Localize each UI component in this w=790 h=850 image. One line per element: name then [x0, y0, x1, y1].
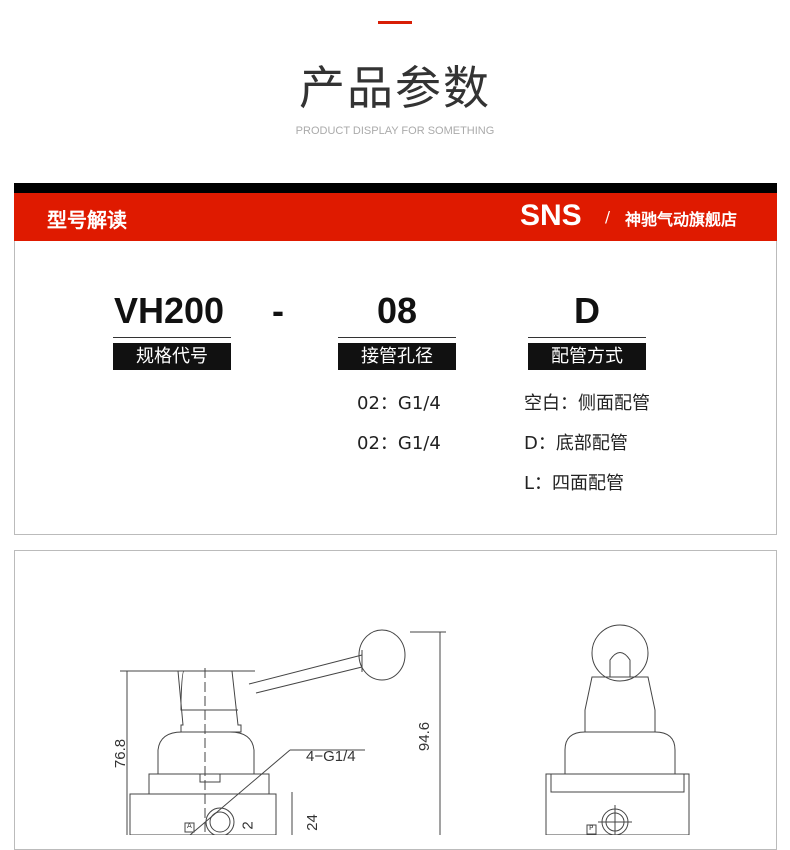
page-title: 产品参数 [299, 61, 491, 115]
piping-option: 空白：侧面配管 [524, 393, 650, 414]
port-label-p: P [589, 824, 594, 832]
page-subtitle: PRODUCT DISPLAY FOR SOMETHING [295, 125, 495, 137]
piping-option: L：四面配管 [524, 473, 625, 494]
section-banner: 型号解读 SNS / 神驰气动旗舰店 [14, 193, 777, 241]
port-option: 02：G1/4 [357, 393, 441, 414]
dim-offset: 2 [239, 821, 257, 830]
title-accent-line [378, 21, 412, 24]
brand-separator: / [605, 208, 611, 226]
section-label: 型号解读 [47, 208, 127, 232]
label-port: 接管孔径 [338, 343, 456, 370]
label-piping: 配管方式 [528, 343, 646, 370]
dim-height-total: 94.6 [416, 721, 434, 752]
shop-name: 神驰气动旗舰店 [625, 210, 738, 229]
model-code-port: 08 [376, 290, 418, 331]
dim-height-body: 76.8 [112, 738, 130, 769]
piping-option: D：底部配管 [524, 433, 628, 454]
dim-port-thread: 4−G1/4 [306, 748, 356, 765]
banner-top-bar [14, 183, 777, 193]
port-label-a: A [187, 822, 192, 830]
port-option: 02：G1/4 [357, 433, 441, 454]
divider [338, 337, 456, 338]
model-code-piping: D [574, 290, 600, 331]
model-decode-panel [14, 241, 777, 535]
brand-logo: SNS [520, 199, 582, 232]
front-view [120, 629, 446, 835]
dim-port-height: 24 [303, 814, 321, 831]
label-series: 规格代号 [113, 343, 231, 370]
model-code-dash: - [272, 290, 284, 331]
side-view [545, 624, 690, 835]
divider [528, 337, 646, 338]
divider [113, 337, 231, 338]
model-code-series: VH200 [113, 290, 225, 331]
